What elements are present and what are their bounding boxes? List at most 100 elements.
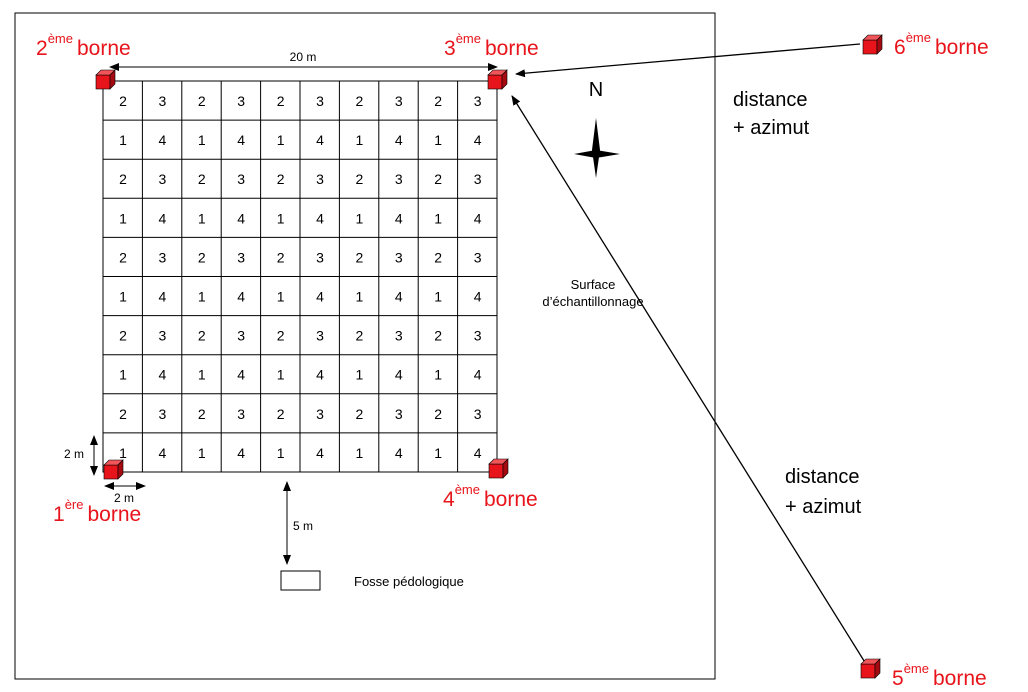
grid-cell-value: 4 (395, 367, 403, 383)
corner-markers (95, 34, 883, 679)
grid-cell-value: 2 (277, 171, 285, 187)
grid-cell-value: 1 (277, 289, 285, 305)
grid-cell-value: 3 (474, 93, 482, 109)
grid-cell-value: 4 (159, 445, 167, 461)
north-arrow-icon (574, 118, 620, 178)
borne-3-sup: ème (456, 31, 481, 46)
grid-cell-value: 2 (356, 171, 364, 187)
grid-cell-value: 3 (237, 249, 245, 265)
grid-cell-value: 1 (119, 367, 127, 383)
grid-cell-value: 4 (395, 445, 403, 461)
grid-cell-value: 2 (434, 328, 442, 344)
grid-cell-value: 3 (474, 328, 482, 344)
grid-cell-value: 4 (395, 132, 403, 148)
borne-3-word: borne (485, 37, 539, 60)
borne-6-marker-icon (862, 34, 883, 55)
grid-cell-value: 4 (237, 210, 245, 226)
grid-cell-value: 1 (198, 210, 206, 226)
soil-pit-symbol (280, 570, 321, 591)
grid-cell-value: 3 (474, 249, 482, 265)
borne-2-sup: ème (48, 31, 73, 46)
grid-cell-value: 2 (277, 249, 285, 265)
grid-cell-value: 2 (119, 328, 127, 344)
borne-2-number: 2 (36, 37, 48, 60)
grid-cell-value: 1 (356, 132, 364, 148)
grid-cell-value: 3 (395, 171, 403, 187)
grid-cell-value: 1 (198, 445, 206, 461)
sampling-surface-label-line1: Surface (571, 277, 616, 292)
borne-5-sup: ème (904, 661, 929, 676)
grid-cell-value: 4 (237, 289, 245, 305)
borne-3-number: 3 (444, 37, 456, 60)
azimut-label-bottom: + azimut (785, 496, 862, 518)
borne-6-number: 6 (894, 36, 906, 59)
grid-cell-value: 4 (316, 210, 324, 226)
grid-cell-value: 3 (237, 328, 245, 344)
grid-cell-value: 2 (434, 171, 442, 187)
borne-4-sup: ème (455, 482, 480, 497)
azimut-label-top: + azimut (733, 117, 810, 139)
grid-cell-value: 3 (237, 93, 245, 109)
grid-cell-value: 4 (474, 445, 482, 461)
borne-1-number: 1 (53, 503, 65, 526)
grid-cell-value: 1 (277, 367, 285, 383)
grid-cell-value: 4 (237, 445, 245, 461)
grid-cell-value: 1 (198, 289, 206, 305)
grid-cell-value: 4 (237, 132, 245, 148)
borne-1-sup: ère (65, 497, 84, 512)
grid-cell-value: 2 (356, 249, 364, 265)
grid-cell-value: 1 (434, 367, 442, 383)
borne-label-5: 5ème borne (892, 661, 987, 690)
borne-6-word: borne (935, 36, 989, 59)
grid-cell-value: 2 (434, 406, 442, 422)
grid-cell-value: 2 (356, 328, 364, 344)
grid-cell-value: 1 (434, 210, 442, 226)
grid-cell-value: 1 (277, 210, 285, 226)
borne-label-4: 4ème borne (443, 482, 538, 511)
grid-cell-value: 2 (277, 406, 285, 422)
grid-cell-value: 1 (119, 445, 127, 461)
grid-cell-value: 2 (198, 328, 206, 344)
borne-4-marker-icon (488, 458, 509, 479)
borne-2-marker-icon (95, 69, 116, 90)
grid-cell-value: 4 (395, 289, 403, 305)
grid-cell-value: 3 (159, 93, 167, 109)
borne-5-number: 5 (892, 667, 904, 687)
reference-line-6-to-3 (515, 43, 861, 78)
grid-cell-value: 2 (277, 93, 285, 109)
grid-cell-value: 3 (159, 328, 167, 344)
grid-cell-value: 4 (159, 367, 167, 383)
grid-cell-value: 1 (119, 132, 127, 148)
grid-cell-value: 2 (119, 93, 127, 109)
borne-4-word: borne (484, 488, 538, 511)
grid-cell-value: 1 (356, 445, 364, 461)
grid-cell-value: 4 (474, 289, 482, 305)
grid-cell-value: 3 (316, 93, 324, 109)
grid-cell-value: 1 (119, 289, 127, 305)
grid-cell-value: 2 (198, 171, 206, 187)
borne-1-marker-icon (103, 459, 124, 480)
grid-cell-value: 1 (277, 132, 285, 148)
grid-cell-value: 2 (119, 171, 127, 187)
pit-distance-label: 5 m (293, 519, 313, 533)
soil-pit-label: Fosse pédologique (354, 574, 464, 589)
grid-cell-value: 2 (356, 406, 364, 422)
grid-cell-value: 1 (198, 132, 206, 148)
borne-4-number: 4 (443, 488, 455, 511)
grid-cell-value: 2 (198, 93, 206, 109)
outer-frame (14, 12, 716, 680)
distance-label-top: distance (733, 89, 808, 111)
cell-height-label: 2 m (64, 447, 84, 461)
grid-cell-value: 1 (277, 445, 285, 461)
grid-cell-value: 3 (395, 328, 403, 344)
north-label: N (589, 79, 603, 101)
borne-1-word: borne (87, 503, 141, 526)
grid-cell-value: 4 (395, 210, 403, 226)
borne-5-word: borne (933, 667, 987, 687)
grid-cell-value: 3 (237, 171, 245, 187)
grid-cell-value: 2 (198, 249, 206, 265)
